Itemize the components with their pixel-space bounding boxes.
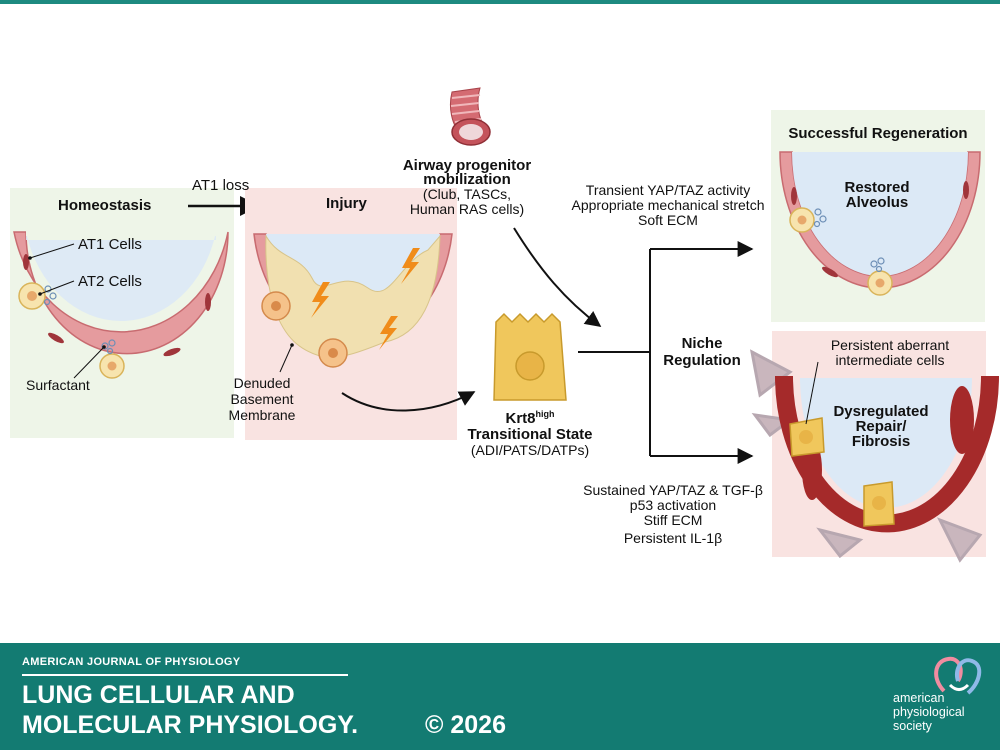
krt8-sup: high bbox=[535, 409, 555, 419]
at1-loss-label: AT1 loss bbox=[192, 177, 250, 194]
restored-label-1: Restored bbox=[844, 179, 910, 196]
aps-logo-icon bbox=[934, 656, 982, 695]
dysregulated-label-3: Fibrosis bbox=[851, 433, 911, 450]
injury-exudate bbox=[265, 234, 441, 358]
airway-label-2: mobilization bbox=[423, 171, 511, 188]
fibrosis-condition-3: Stiff ECM bbox=[643, 512, 703, 528]
airway-tube-icon bbox=[449, 87, 491, 146]
dysregulated-label-1: Dysregulated bbox=[833, 403, 929, 420]
journal-supertitle: AMERICAN JOURNAL OF PHYSIOLOGY bbox=[22, 656, 241, 668]
krt8-name: Krt8 bbox=[505, 410, 536, 427]
aberrant-label-2: intermediate cells bbox=[835, 352, 945, 368]
homeostasis-alveolar-space bbox=[26, 232, 216, 322]
top-accent-bar bbox=[0, 0, 1000, 4]
niche-bracket bbox=[578, 241, 754, 464]
success-condition-3: Soft ECM bbox=[638, 212, 698, 228]
copyright: © 2026 bbox=[425, 711, 506, 739]
airway-label-4: Human RAS cells) bbox=[409, 201, 525, 217]
fibrotic-thickening bbox=[950, 386, 974, 454]
homeostasis-alveolar-wall bbox=[13, 231, 229, 355]
denuded-pointer bbox=[279, 344, 293, 373]
fibrosis-condition-4: Persistent IL-1β bbox=[623, 530, 723, 546]
surfactant-icon bbox=[43, 285, 116, 355]
at2-pointer bbox=[39, 280, 75, 295]
society-line3: society bbox=[893, 719, 932, 733]
lightning-icon bbox=[311, 248, 420, 350]
niche-label-2: Regulation bbox=[663, 352, 741, 369]
society-line2: physiological bbox=[893, 705, 965, 719]
airway-label-3: (Club, TASCs, bbox=[422, 186, 512, 202]
at2-cells-label: AT2 Cells bbox=[78, 273, 142, 290]
injury-to-transitional-arrow bbox=[341, 391, 476, 412]
transitional-state-label: Transitional State bbox=[467, 426, 593, 443]
denuded-label-2: Basement bbox=[230, 391, 294, 407]
at1-nucleus bbox=[23, 254, 29, 270]
fibrosis-panel bbox=[749, 331, 999, 563]
footer-divider bbox=[22, 674, 348, 676]
at1-cells-label: AT1 Cells bbox=[78, 236, 142, 253]
niche-label-1: Niche bbox=[681, 335, 723, 352]
journal-title-line1: LUNG CELLULAR AND bbox=[22, 681, 295, 709]
surfactant-label: Surfactant bbox=[26, 377, 90, 393]
restored-label-2: Alveolus bbox=[845, 194, 909, 211]
at1-pointer bbox=[29, 243, 75, 259]
homeostasis-title: Homeostasis bbox=[58, 197, 152, 214]
airway-to-transitional-arrow bbox=[513, 227, 602, 327]
airway-label-1: Airway progenitor bbox=[402, 157, 532, 174]
denuded-label-3: Membrane bbox=[228, 407, 296, 423]
denuded-label-1: Denuded bbox=[233, 375, 291, 391]
journal-footer: AMERICAN JOURNAL OF PHYSIOLOGY LUNG CELL… bbox=[0, 643, 1000, 750]
homeostasis-panel bbox=[10, 188, 234, 438]
society-line1: american bbox=[893, 691, 945, 705]
dysregulated-label-2: Repair/ bbox=[855, 418, 907, 435]
krt8-label: Krt8high bbox=[445, 409, 615, 427]
aberrant-label-1: Persistent aberrant bbox=[830, 337, 950, 353]
fibroblasts bbox=[749, 349, 983, 563]
transitional-subtypes-label: (ADI/PATS/DATPs) bbox=[470, 442, 590, 458]
success-condition-1: Transient YAP/TAZ activity bbox=[585, 182, 751, 198]
success-panel bbox=[771, 110, 985, 322]
success-condition-2: Appropriate mechanical stretch bbox=[571, 197, 765, 213]
fibrosis-condition-2: p53 activation bbox=[629, 497, 717, 513]
surfactant-pointer bbox=[73, 346, 105, 379]
injury-title: Injury bbox=[326, 195, 367, 212]
fibrosis-condition-1: Sustained YAP/TAZ & TGF-β bbox=[583, 482, 763, 498]
journal-title-line2: MOLECULAR PHYSIOLOGY. bbox=[22, 711, 359, 739]
success-title: Successful Regeneration bbox=[788, 125, 968, 142]
krt8-transitional-cell bbox=[493, 312, 567, 401]
